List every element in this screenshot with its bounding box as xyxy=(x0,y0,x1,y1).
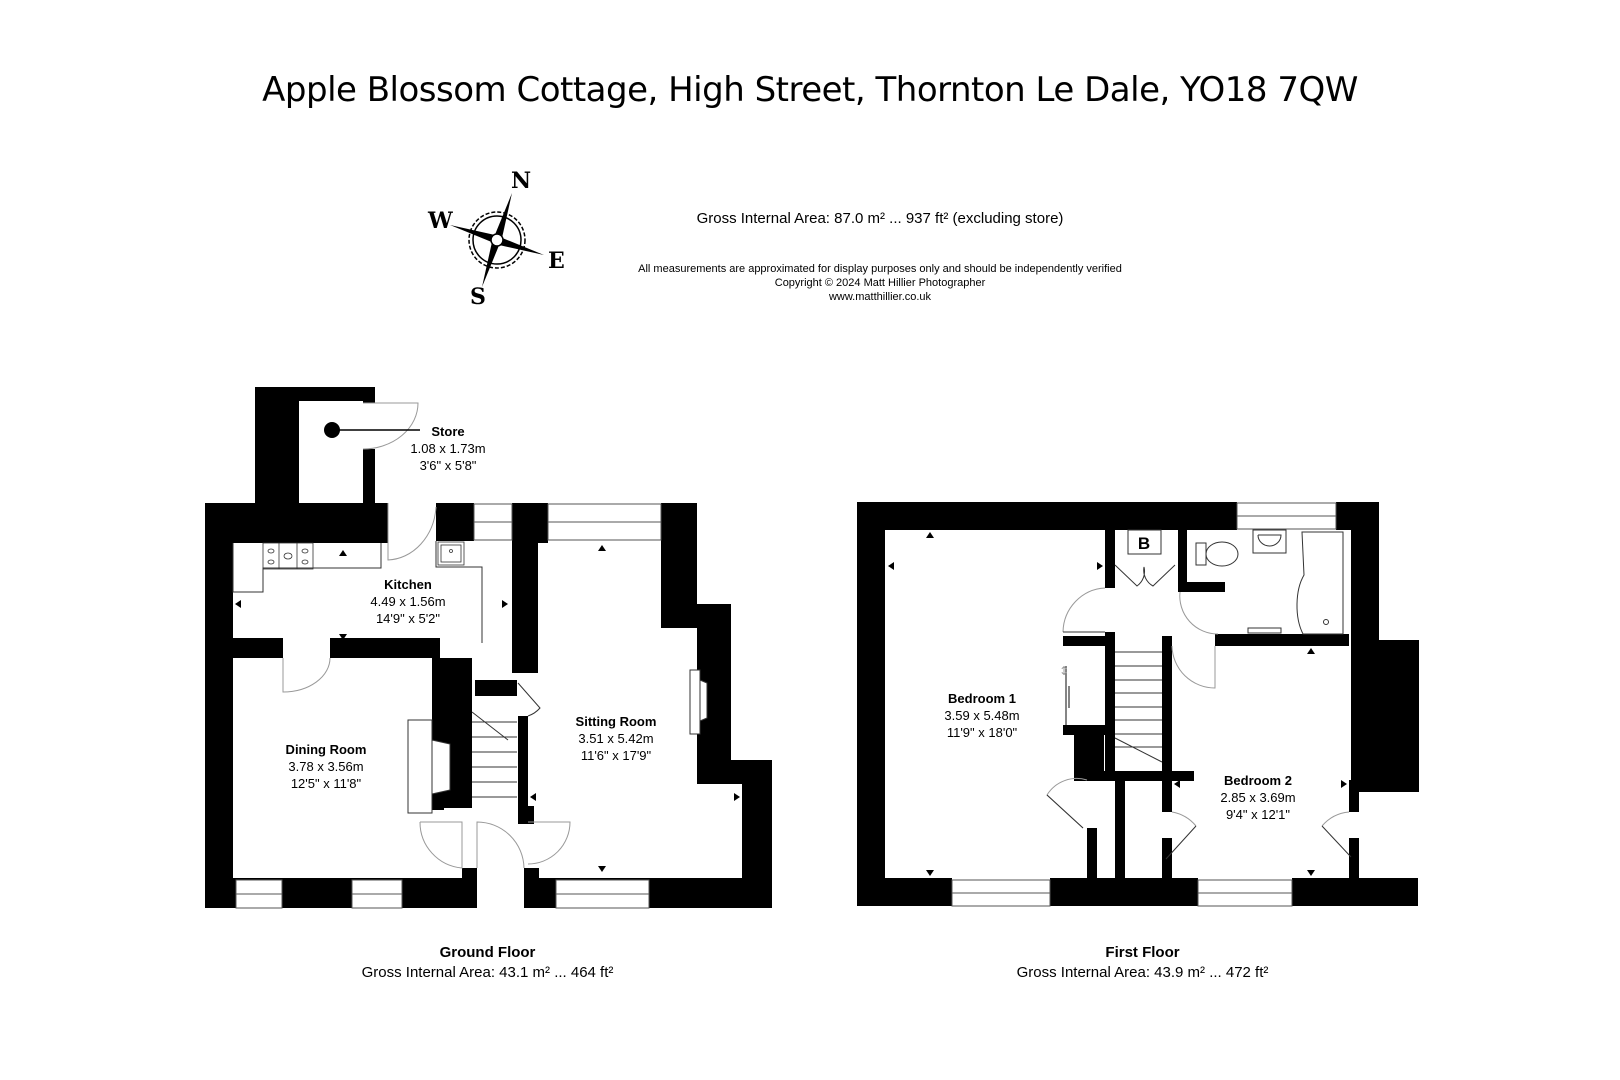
room-imperial: 14'9" x 5'2" xyxy=(375,611,441,626)
room-metric: 2.85 x 3.69m xyxy=(1220,790,1296,805)
compass-north: N xyxy=(511,168,532,194)
ground-windows xyxy=(235,503,662,909)
front-door xyxy=(476,821,525,869)
room-metric: 3.59 x 5.48m xyxy=(944,708,1020,723)
wc-bowl-icon xyxy=(1205,541,1239,567)
room-label-kitchen: Kitchen 4.49 x 1.56m 14'9" x 5'2" xyxy=(370,576,445,627)
hall-door-to-dining xyxy=(419,821,463,869)
room-imperial: 9'4" x 12'1" xyxy=(1225,807,1291,822)
room-imperial: 11'9" x 18'0" xyxy=(946,725,1018,740)
bedroom2-left-cupboard-door xyxy=(1171,811,1197,827)
bath-icon xyxy=(1296,531,1344,635)
first-floor-plan: B xyxy=(857,502,1419,907)
floor-name: First Floor xyxy=(1105,944,1180,961)
store-walls xyxy=(255,387,375,505)
floor-area: Gross Internal Area: 43.9 m² ... 472 ft² xyxy=(1016,964,1269,981)
room-metric: 4.49 x 1.56m xyxy=(370,594,446,609)
sliding-arrow-icon: ↕ xyxy=(1059,664,1069,678)
towel-radiator-icon xyxy=(1247,627,1282,634)
room-imperial: 12'5" x 11'8" xyxy=(290,776,362,791)
room-label-sitting-room: Sitting Room 3.51 x 5.42m 11'6" x 17'9" xyxy=(576,713,657,764)
ground-floor-plan xyxy=(205,387,772,909)
kitchen-back-door xyxy=(387,503,437,561)
disclaimer-text: All measurements are approximated for di… xyxy=(638,263,1122,275)
floor-area: Gross Internal Area: 43.1 m² ... 464 ft² xyxy=(361,964,614,981)
sitting-room-door xyxy=(517,682,541,717)
room-name: Store xyxy=(431,424,465,439)
compass-west: W xyxy=(428,208,453,234)
room-label-dining-room: Dining Room 3.78 x 3.56m 12'5" x 11'8" xyxy=(286,741,367,792)
bedroom1-cupboard-door xyxy=(1046,777,1088,829)
boiler-label: B xyxy=(1138,534,1150,553)
store-door xyxy=(362,402,419,450)
gross-internal-area-total: Gross Internal Area: 87.0 m² ... 937 ft²… xyxy=(696,210,1064,227)
website-link[interactable]: www.matthillier.co.uk xyxy=(828,291,932,303)
kitchen-sink-icon xyxy=(437,541,465,566)
ground-stairs xyxy=(471,711,517,798)
floor-name: Ground Floor xyxy=(439,944,536,961)
wardrobe-sliding-door xyxy=(1065,666,1070,725)
first-walls xyxy=(857,502,1419,906)
copyright-text: Copyright © 2024 Matt Hillier Photograph… xyxy=(774,277,986,289)
room-imperial: 11'6" x 17'9" xyxy=(580,748,652,763)
first-windows xyxy=(951,502,1337,907)
dining-fireplace-icon xyxy=(407,719,451,814)
sitting-fireplace-icon xyxy=(689,669,708,735)
ground-walls xyxy=(205,503,772,908)
room-name: Kitchen xyxy=(384,577,432,592)
hob-icon xyxy=(262,542,314,570)
room-name: Dining Room xyxy=(285,742,367,757)
compass-south: S xyxy=(470,284,486,310)
page-title: Apple Blossom Cottage, High Street, Thor… xyxy=(262,70,1358,110)
room-metric: 3.51 x 5.42m xyxy=(578,731,654,746)
room-name: Sitting Room xyxy=(575,714,657,729)
first-stairs xyxy=(1114,651,1163,763)
sitting-room-hall-door xyxy=(527,821,571,865)
bedroom2-right-cupboard-door xyxy=(1321,811,1350,827)
room-label-bedroom-2: Bedroom 2 2.85 x 3.69m 9'4" x 12'1" xyxy=(1220,772,1295,823)
first-floor-label: First Floor Gross Internal Area: 43.9 m²… xyxy=(955,943,1330,983)
basin-icon xyxy=(1252,529,1287,554)
disclaimer-block: All measurements are approximated for di… xyxy=(580,262,1180,304)
boiler-cupboard: B xyxy=(1114,529,1176,587)
room-name: Bedroom 1 xyxy=(948,691,1016,706)
ground-measure-arrows xyxy=(235,545,740,872)
ground-floor-label: Ground Floor Gross Internal Area: 43.1 m… xyxy=(300,943,675,983)
bathroom-door xyxy=(1179,591,1219,635)
store-rail-icon xyxy=(324,422,420,438)
bedroom2-door xyxy=(1171,645,1216,689)
room-metric: 3.78 x 3.56m xyxy=(288,759,364,774)
kitchen-worktop xyxy=(232,541,483,643)
room-label-bedroom-1: Bedroom 1 3.59 x 5.48m 11'9" x 18'0" xyxy=(944,690,1019,741)
bathroom-fixtures xyxy=(1195,529,1344,635)
room-name: Bedroom 2 xyxy=(1224,773,1292,788)
room-metric: 1.08 x 1.73m xyxy=(410,441,486,456)
dining-room-door xyxy=(282,657,331,693)
wc-cistern-icon xyxy=(1195,542,1207,566)
room-label-store: Store 1.08 x 1.73m 3'6" x 5'8" xyxy=(410,423,485,474)
bedroom1-door xyxy=(1062,587,1106,633)
first-measure-arrows xyxy=(888,532,1347,876)
room-imperial: 3'6" x 5'8" xyxy=(419,458,477,473)
compass-east: E xyxy=(548,248,565,274)
